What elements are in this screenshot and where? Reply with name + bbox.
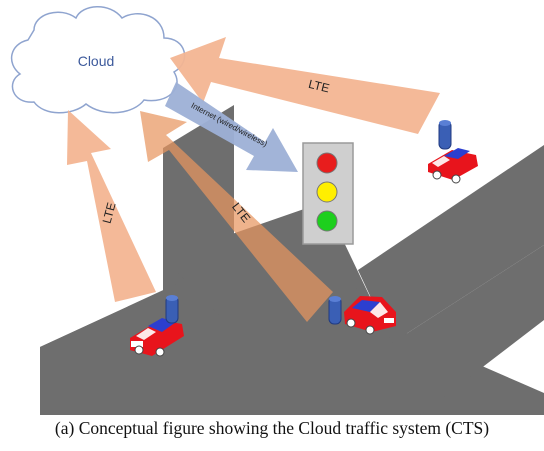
- lte-label-right: LTE: [307, 77, 331, 96]
- car-windshield: [136, 328, 156, 340]
- car-tail-light: [384, 318, 394, 323]
- car-roof: [444, 148, 470, 159]
- cloud-label: Cloud: [78, 53, 115, 69]
- road-diagonal-right: [358, 145, 544, 343]
- cloud: Cloud: [10, 6, 186, 114]
- car-wheel: [451, 174, 461, 184]
- green-light: [316, 210, 338, 232]
- device-top: [439, 120, 451, 126]
- car-bottom-left: [130, 318, 184, 357]
- device-right: [438, 120, 452, 150]
- car-top-right: [428, 148, 478, 184]
- device-middle: [328, 296, 342, 325]
- traffic-light: [302, 142, 354, 245]
- figure-caption: (a) Conceptual figure showing the Cloud …: [54, 418, 490, 438]
- car-body: [130, 320, 184, 356]
- lte-label-left: LTE: [100, 201, 119, 225]
- car-wheel: [432, 170, 442, 180]
- lte-arrow-middle-shape: [140, 111, 333, 322]
- device-top: [166, 295, 178, 301]
- car-wheel: [155, 347, 165, 357]
- car-middle: [344, 296, 396, 335]
- red-light: [316, 152, 338, 174]
- car-head-light: [131, 341, 143, 347]
- car-windshield: [432, 156, 450, 167]
- lte-arrow-right: LTE: [170, 37, 440, 134]
- lte-arrow-left-shape: [67, 110, 156, 302]
- device-left: [165, 295, 179, 324]
- device-top: [329, 296, 341, 302]
- car-wheel: [346, 318, 356, 328]
- lte-arrow-left: LTE: [67, 110, 156, 302]
- car-wheel: [134, 345, 144, 355]
- car-wheel: [365, 325, 375, 335]
- yellow-light: [316, 181, 338, 203]
- road-network: [40, 105, 544, 415]
- lte-arrow-right-shape: [170, 37, 440, 134]
- car-windshield: [370, 302, 388, 318]
- internet-arrow-shape: [165, 82, 298, 172]
